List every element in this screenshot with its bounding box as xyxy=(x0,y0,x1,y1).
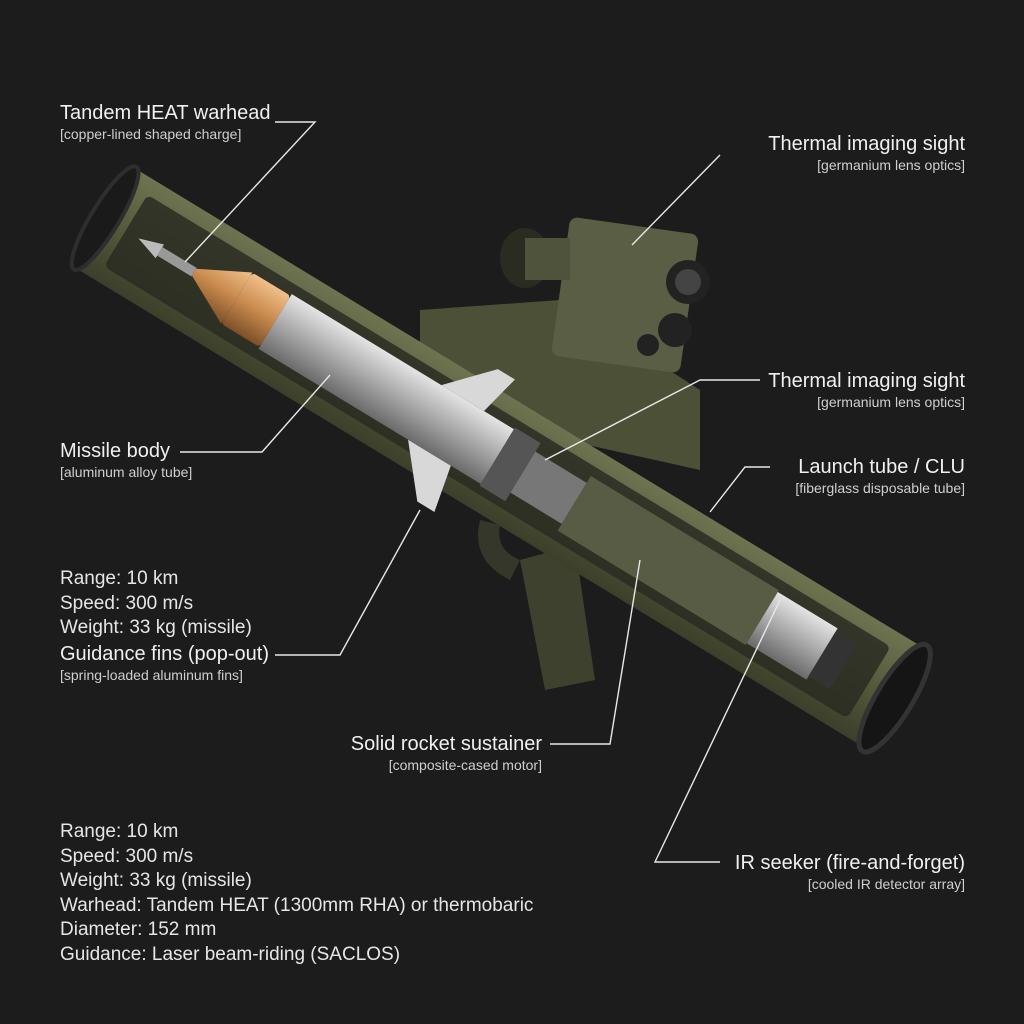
label-title: Thermal imaging sight xyxy=(768,133,965,155)
label-title: Thermal imaging sight xyxy=(768,370,965,392)
spec-line: Speed: 300 m/s xyxy=(60,845,194,867)
mid-specs: Range: 10 km Speed: 300 m/s Weight: 33 k… xyxy=(60,567,252,641)
label-seeker: IR seeker (fire-and-forget) [cooled IR d… xyxy=(735,851,965,893)
label-missile-body: Missile body [aluminum alloy tube] xyxy=(60,439,192,481)
leader-lines xyxy=(180,121,781,863)
label-title: Guidance fins (pop-out) xyxy=(60,643,270,665)
label-sight-top: Thermal imaging sight [germanium lens op… xyxy=(768,132,965,174)
label-rocket: Solid rocket sustainer [composite-cased … xyxy=(351,732,542,774)
spec-line: Range: 10 km xyxy=(60,821,179,842)
spec-line: Guidance: Laser beam-riding (SACLOS) xyxy=(60,943,401,965)
label-sight-mid: Thermal imaging sight [germanium lens op… xyxy=(768,369,965,411)
fin-lower xyxy=(408,439,451,512)
label-sub: [composite-cased motor] xyxy=(388,757,542,773)
label-sub: [aluminum alloy tube] xyxy=(60,464,193,480)
label-fins: Guidance fins (pop-out) [spring-loaded a… xyxy=(60,642,269,684)
grip xyxy=(478,520,595,690)
label-sub: [spring-loaded aluminum fins] xyxy=(60,667,243,683)
spec-line: Range: 10 km xyxy=(60,568,179,589)
label-title: Launch tube / CLU xyxy=(798,456,965,478)
missile xyxy=(138,238,857,690)
spec-line: Weight: 33 kg (missile) xyxy=(60,870,252,891)
bottom-specs: Range: 10 km Speed: 300 m/s Weight: 33 k… xyxy=(60,820,533,967)
label-sub: [fiberglass disposable tube] xyxy=(795,480,965,496)
label-sub: [copper-lined shaped charge] xyxy=(60,126,242,142)
label-warhead: Tandem HEAT warhead [copper-lined shaped… xyxy=(60,101,270,143)
spec-line: Warhead: Tandem HEAT (1300mm RHA) or the… xyxy=(60,894,534,916)
label-launch-tube: Launch tube / CLU [fiberglass disposable… xyxy=(795,455,965,497)
label-title: IR seeker (fire-and-forget) xyxy=(734,852,965,874)
label-sub: [germanium lens optics] xyxy=(817,394,965,410)
fin-upper xyxy=(441,369,515,412)
clu-body xyxy=(420,300,700,470)
spec-line: Weight: 33 kg (missile) xyxy=(60,617,252,638)
label-sub: [germanium lens optics] xyxy=(817,157,965,173)
label-title: Missile body xyxy=(60,440,171,462)
label-sub: [cooled IR detector array] xyxy=(807,876,965,892)
spec-line: Speed: 300 m/s xyxy=(60,592,194,614)
label-title: Tandem HEAT warhead xyxy=(60,102,271,124)
thermal-sight xyxy=(500,217,710,373)
spec-line: Diameter: 152 mm xyxy=(60,919,217,940)
label-title: Solid rocket sustainer xyxy=(350,733,542,755)
launch-tube xyxy=(69,164,933,755)
